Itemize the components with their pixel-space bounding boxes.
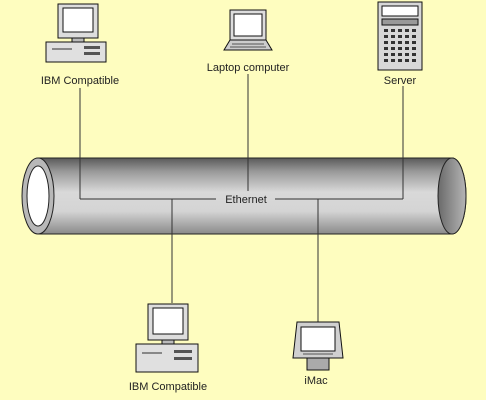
laptop-icon: [223, 9, 273, 51]
server-icon: [377, 1, 423, 71]
device-label-imac: iMac: [304, 375, 328, 387]
imac-icon: [292, 321, 344, 371]
desktop-pc-icon: [135, 303, 199, 373]
device-label-server: Server: [384, 75, 417, 87]
network-cables: [79, 74, 404, 322]
desktop-pc-icon: [45, 3, 107, 63]
device-label-pc-bottom: IBM Compatible: [129, 381, 207, 393]
ethernet-bus: [21, 157, 467, 235]
device-label-pc-top: IBM Compatible: [41, 75, 119, 87]
device-label-laptop: Laptop computer: [207, 62, 290, 74]
bus-label: Ethernet: [225, 194, 267, 206]
